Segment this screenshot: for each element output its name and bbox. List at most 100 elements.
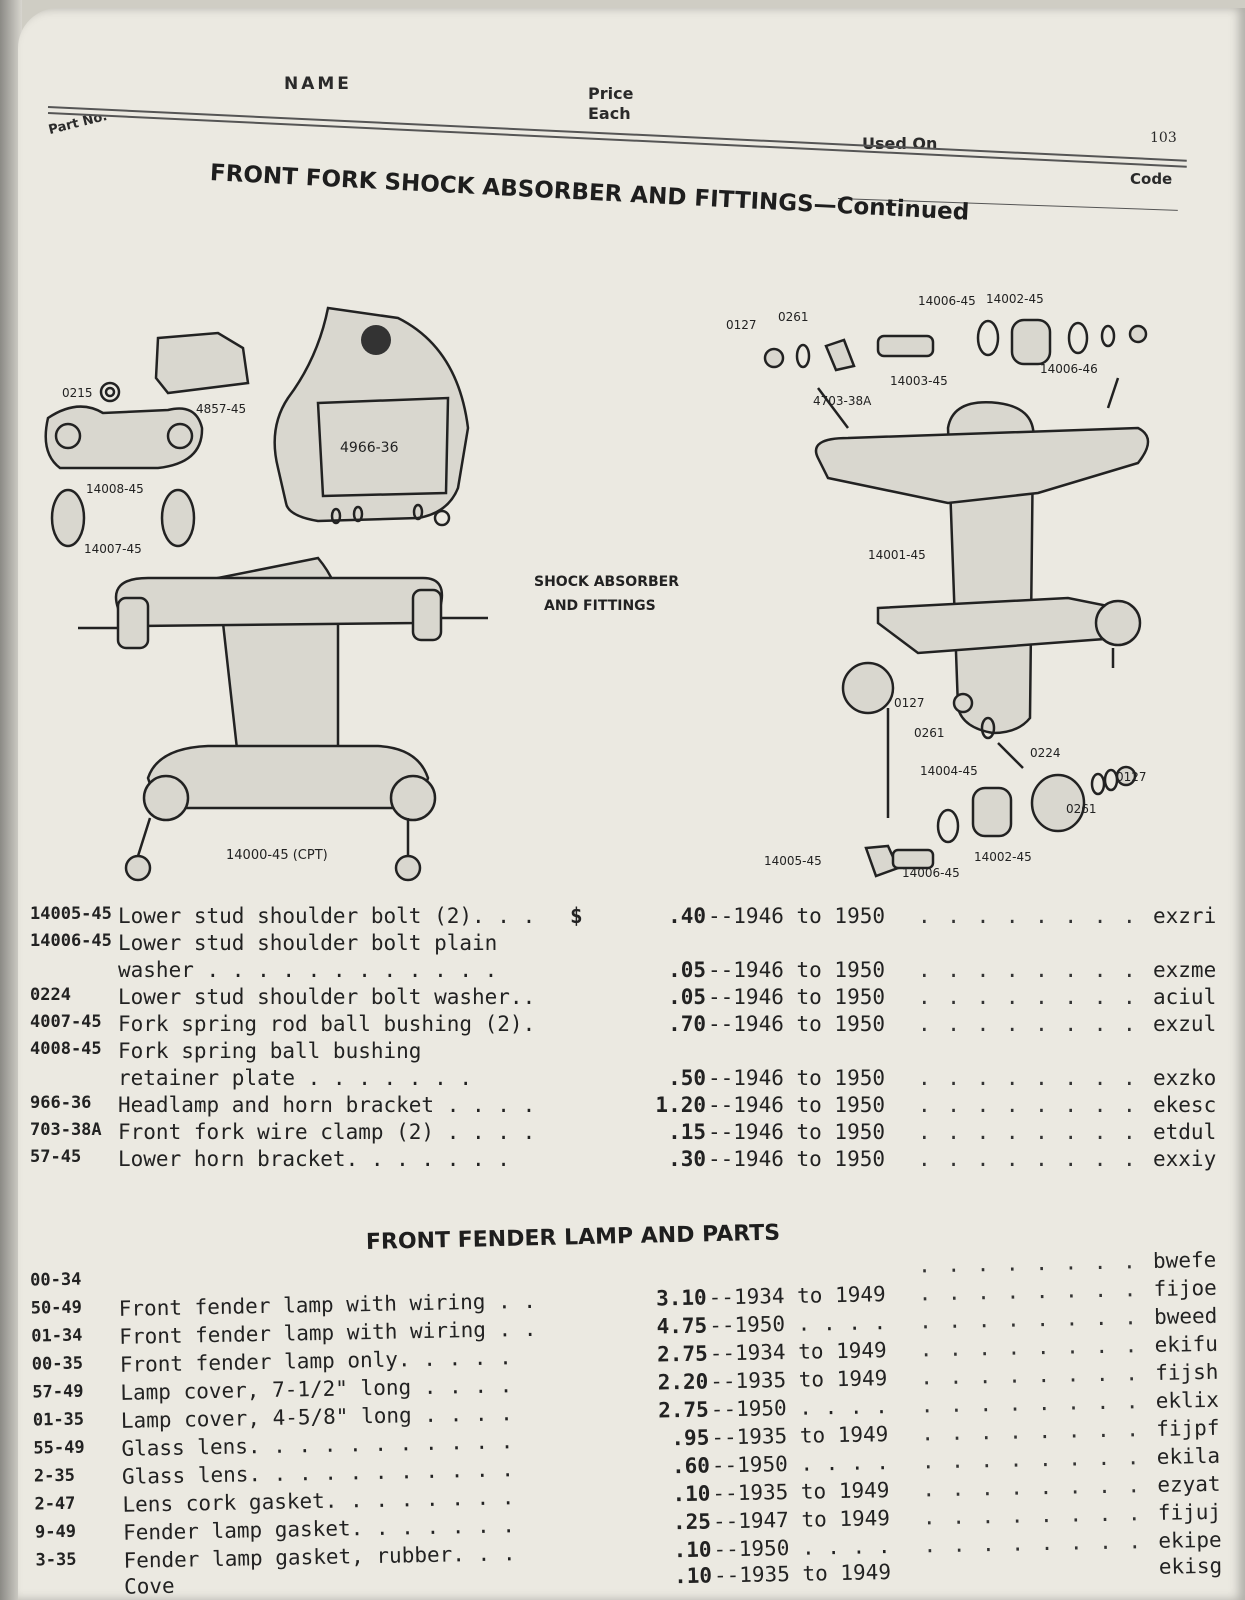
section-title-shock-absorber: FRONT FORK SHOCK ABSORBER AND FITTINGS—C…	[209, 160, 970, 226]
part-number: 2-35	[33, 1465, 76, 1487]
price: .25	[672, 1509, 712, 1535]
part-name: Lamp cover, 7-1/2" long . . . .	[120, 1373, 513, 1405]
leader-dots: . . . . . . . . . . . . . . . . . .	[921, 1417, 1156, 1446]
illustration-caption-line2: AND FITTINGS	[544, 598, 656, 614]
price: .15	[668, 1120, 706, 1144]
label-0224: 0224	[1030, 746, 1061, 760]
label-0261-mid: 0261	[914, 726, 945, 740]
leader-dots: . . . . . . . . . . . . . . . . . .	[919, 1361, 1155, 1390]
code: eklix	[1155, 1387, 1220, 1413]
part-number: 14006-45	[30, 931, 112, 951]
part-name: Headlamp and horn bracket . . . .	[118, 1093, 536, 1117]
leader-dots: . . . . . . . . . . . . . . . . . .	[920, 1389, 1156, 1418]
code: exzul	[1153, 1012, 1217, 1036]
catalog-page: Part No. NAME Price Each Used On 103 Cod…	[18, 8, 1245, 1600]
label-4857-45: 4857-45	[196, 402, 247, 416]
section-title-fender-lamp: FRONT FENDER LAMP AND PARTS	[365, 1220, 781, 1255]
leader-dots: . . . . . . . . . . . . . . . . . .	[918, 904, 1153, 928]
left-parts-group	[44, 306, 488, 882]
label-0261-top: 0261	[778, 310, 809, 324]
shock-absorber-illustration	[44, 306, 1150, 882]
price: .10	[672, 1481, 711, 1507]
part-number: 55-49	[33, 1437, 85, 1459]
part-name: Front fender lamp only. . . . .	[119, 1345, 512, 1377]
part-name: Fender lamp gasket, rubber. . .	[123, 1541, 516, 1573]
used-on: --1950 . . . .	[711, 1450, 890, 1478]
price: .10	[673, 1537, 712, 1563]
used-on: --1950 . . . .	[713, 1534, 891, 1562]
part-name: Cove	[123, 1573, 175, 1599]
part-name: Front fender lamp with wiring . .	[119, 1316, 537, 1349]
code: exzri	[1153, 904, 1217, 928]
page-number: 103	[1150, 130, 1177, 146]
leader-dots: . . . . . . . . . . . . . . . . . .	[918, 1305, 1154, 1334]
used-on: --1946 to 1950	[708, 1120, 886, 1144]
code: exzme	[1153, 958, 1217, 982]
used-on-heading: Used On	[862, 134, 938, 153]
used-on: --1946 to 1950	[708, 904, 886, 928]
label-14001-45: 14001-45	[868, 548, 926, 562]
price: .50	[668, 1066, 706, 1090]
code: fijuj	[1157, 1499, 1222, 1525]
part-number	[36, 1575, 122, 1577]
part-name: Fork spring rod ball bushing (2).	[118, 1012, 536, 1036]
price: .05	[668, 985, 706, 1009]
label-0215: 0215	[62, 386, 93, 400]
part-number: 01-34	[31, 1325, 83, 1347]
code: ezyat	[1157, 1471, 1221, 1497]
price-heading: Price	[588, 84, 634, 103]
code: aciul	[1153, 985, 1217, 1009]
used-on: --1946 to 1950	[708, 1147, 886, 1171]
label-0127-low: 0127	[1116, 770, 1147, 784]
used-on: --1947 to 1949	[712, 1506, 891, 1534]
leader-dots: . . . . . . . . . . . . . . . . . .	[922, 1473, 1157, 1502]
part-name: Fender lamp gasket. . . . . . .	[122, 1513, 516, 1545]
fender-lamp-parts-table: 00-34. . . . . . . . . . . . . . . . . .…	[30, 1247, 1238, 1599]
used-on: --1946 to 1950	[708, 1066, 886, 1090]
part-number: 2-47	[34, 1493, 76, 1515]
used-on: --1950 . . . .	[708, 1310, 887, 1338]
label-0127-mid: 0127	[894, 696, 925, 710]
part-4966-36-headlamp-bracket	[273, 306, 470, 523]
code: ekesc	[1153, 1093, 1217, 1117]
label-0127-top: 0127	[726, 318, 757, 332]
table-row: 00-34. . . . . . . . . . . . . . . . . .…	[30, 1248, 1216, 1298]
each-heading: Each	[588, 104, 631, 123]
code: ekipe	[1158, 1527, 1222, 1553]
leader-dots: . . . . . . . . . . . . . . . . . .	[918, 1277, 1153, 1306]
leader-dots: . . . . . . . . . . . . . . . . . .	[918, 1093, 1153, 1117]
part-name: Front fender lamp with wiring . .	[118, 1288, 537, 1321]
used-on: --1935 to 1949	[713, 1560, 892, 1588]
part-number: 4007-45	[30, 1012, 102, 1032]
label-14002-45-top: 14002-45	[986, 292, 1044, 306]
part-number: 01-35	[32, 1409, 85, 1431]
leader-dots: . . . . . . . . . . . . . . . . . .	[919, 1333, 1154, 1362]
price: .95	[671, 1425, 710, 1451]
part-number: 50-49	[30, 1297, 83, 1319]
part-number: 4008-45	[30, 1039, 102, 1059]
price: .10	[673, 1563, 713, 1589]
part-number: 703-38A	[30, 1120, 102, 1140]
part-number: 0224	[30, 985, 71, 1005]
used-on: --1950 . . . .	[710, 1394, 889, 1422]
used-on: --1935 to 1949	[711, 1422, 889, 1450]
part-number: 966-36	[30, 1093, 92, 1113]
label-14008-45: 14008-45	[86, 482, 144, 496]
leader-dots: . . . . . . . . . . . . . . . . . .	[921, 1445, 1157, 1474]
label-14004-45: 14004-45	[920, 764, 978, 778]
leader-dots: . . . . . . . . . . . . . . . . . .	[918, 1066, 1153, 1090]
part-name: Lens cork gasket. . . . . . . .	[122, 1485, 515, 1517]
illustration-caption-line1: SHOCK ABSORBER	[534, 574, 679, 590]
part-name: washer . . . . . . . . . . . .	[118, 958, 498, 982]
part-number: 57-49	[32, 1381, 84, 1403]
part-14007-45-bushing	[50, 488, 86, 548]
part-0215-washer	[99, 381, 121, 403]
